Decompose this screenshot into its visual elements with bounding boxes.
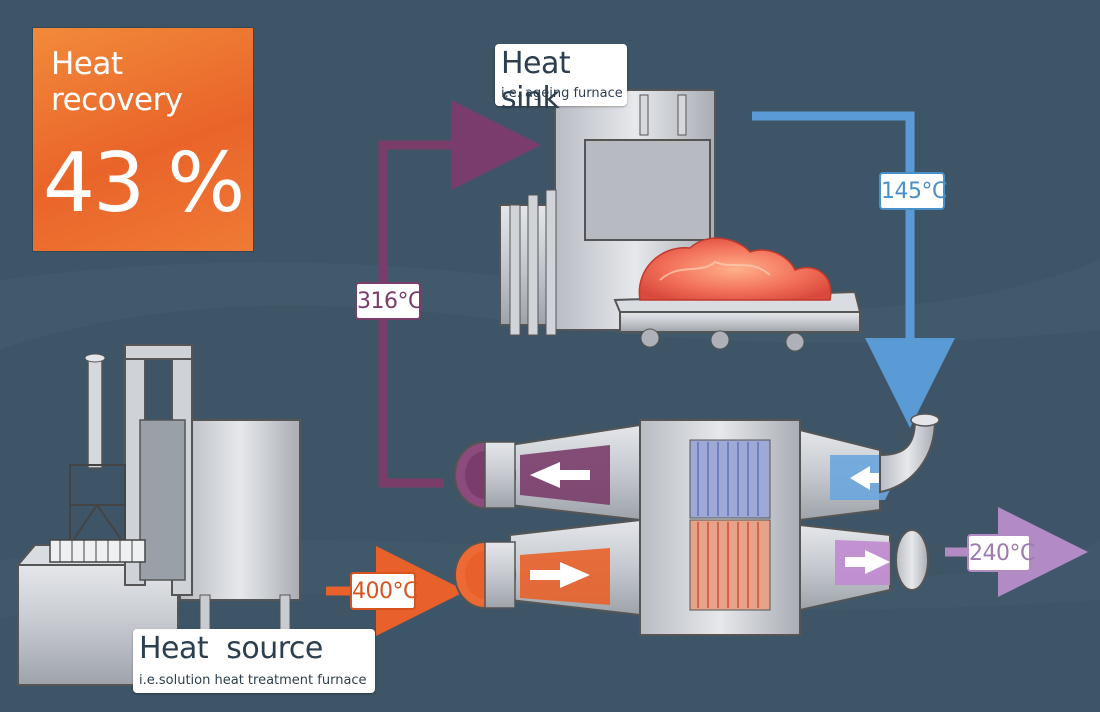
blue-flow-line	[752, 111, 955, 428]
temp-tag-400: 400°C	[350, 572, 418, 610]
temp-tag-145: 145°C	[879, 172, 947, 210]
temp-tag-316: 316°C	[355, 282, 423, 320]
heat-sink-title: Heat sink	[501, 46, 571, 116]
heat-sink-subtitle: i.e. ageing furnace	[501, 86, 623, 101]
heat-source-subtitle: i.e.solution heat treatment furnace	[139, 673, 367, 688]
heat-sink-label: Heat sink i.e. ageing furnace	[495, 44, 627, 116]
heat-recovery-title: Heat recovery	[51, 46, 183, 118]
heat-exchanger-icon	[454, 413, 940, 636]
hot-load-icon	[638, 237, 832, 301]
heat-source-title: Heat source	[139, 631, 323, 666]
heat-source-label: Heat source i.e.solution heat treatment …	[133, 629, 375, 693]
temp-tag-240: 240°C	[967, 534, 1035, 572]
heat-recovery-box: Heat recovery 43 %	[33, 28, 253, 251]
heat-recovery-value: 43 %	[42, 136, 245, 231]
ageing-furnace-icon	[499, 89, 862, 352]
